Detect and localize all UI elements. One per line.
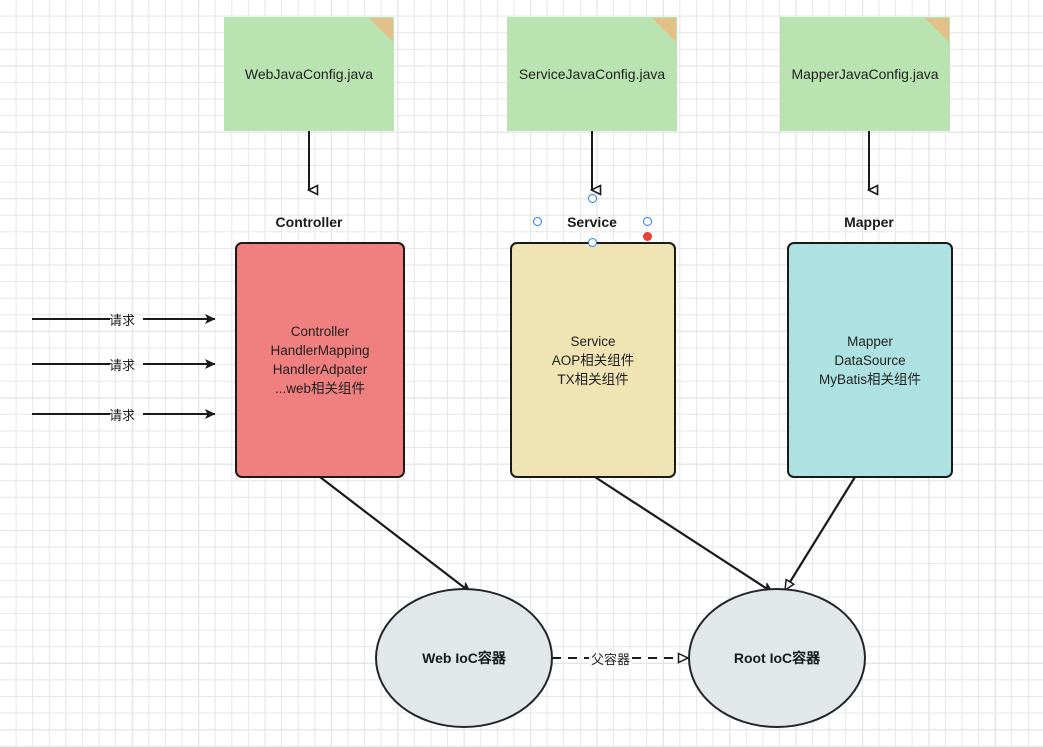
request-label: 请求 [109, 407, 136, 423]
note-label: WebJavaConfig.java [244, 66, 374, 82]
controller-layer-text: Controller HandlerMapping HandlerAdpater… [270, 324, 370, 396]
web-ioc-container-label: Web IoC容器 [422, 650, 506, 666]
web-ioc-container[interactable]: Web IoC容器 [375, 588, 553, 728]
edge-mapper-to-root-ioc [784, 476, 856, 590]
note-mapper-java-config[interactable]: MapperJavaConfig.java [780, 17, 950, 131]
request-label: 请求 [109, 312, 136, 328]
parent-container-edge-label: 父容器 [589, 649, 633, 668]
service-layer-text: Service AOP相关组件 TX相关组件 [551, 333, 635, 387]
edge-service-to-root-ioc [594, 476, 772, 593]
layer-title-mapper[interactable]: Mapper [844, 214, 894, 230]
service-layer-box[interactable]: Service AOP相关组件 TX相关组件 [510, 242, 676, 478]
request-row-3: 请求 [108, 405, 136, 423]
note-fold-icon [652, 18, 676, 42]
note-fold-icon [369, 18, 393, 42]
selection-handle-bottom[interactable] [588, 238, 597, 247]
note-service-java-config[interactable]: ServiceJavaConfig.java [507, 17, 677, 131]
note-fold-icon [925, 18, 949, 42]
selection-handle-top[interactable] [588, 194, 597, 203]
layer-title-controller[interactable]: Controller [275, 214, 343, 230]
mapper-layer-text: Mapper DataSource MyBatis相关组件 [818, 333, 921, 387]
request-label: 请求 [109, 357, 136, 373]
note-label: ServiceJavaConfig.java [518, 66, 666, 82]
selection-rotate-handle[interactable] [643, 232, 652, 241]
root-ioc-container-label: Root IoC容器 [733, 650, 821, 666]
layer-title-service[interactable]: Service [567, 214, 617, 230]
selection-handle-right[interactable] [643, 217, 652, 226]
selection-handle-left[interactable] [533, 217, 542, 226]
edge-controller-to-web-ioc [319, 476, 470, 592]
mapper-layer-box[interactable]: Mapper DataSource MyBatis相关组件 [787, 242, 953, 478]
note-web-java-config[interactable]: WebJavaConfig.java [224, 17, 394, 131]
request-row-2: 请求 [108, 355, 136, 373]
root-ioc-container[interactable]: Root IoC容器 [688, 588, 866, 728]
request-row-1: 请求 [108, 310, 136, 328]
note-label: MapperJavaConfig.java [791, 66, 939, 82]
controller-layer-box[interactable]: Controller HandlerMapping HandlerAdpater… [235, 242, 405, 478]
